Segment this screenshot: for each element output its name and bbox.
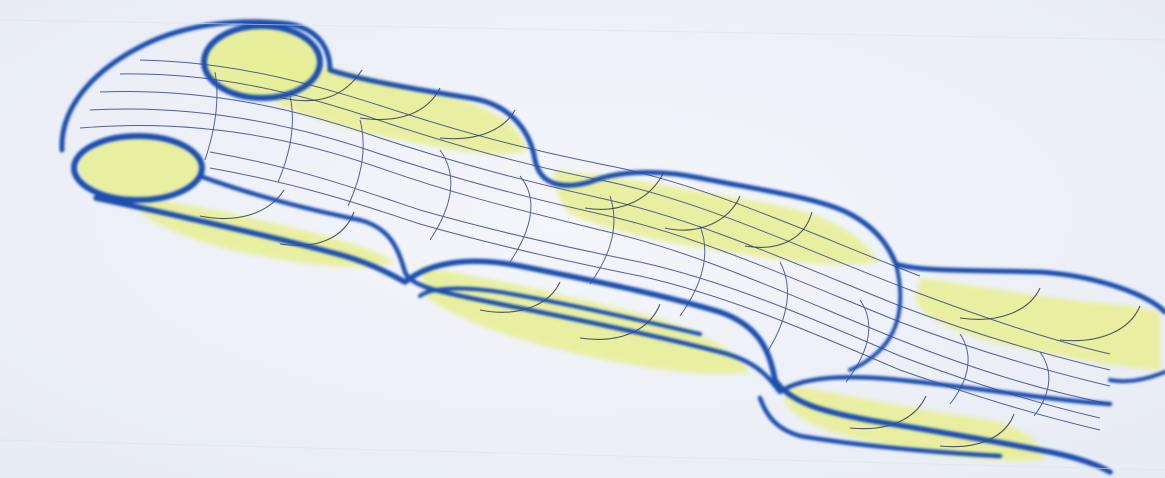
tube-sketch-drawing bbox=[0, 0, 1165, 478]
paper-background bbox=[0, 0, 1165, 478]
sketch-canvas bbox=[0, 0, 1165, 478]
